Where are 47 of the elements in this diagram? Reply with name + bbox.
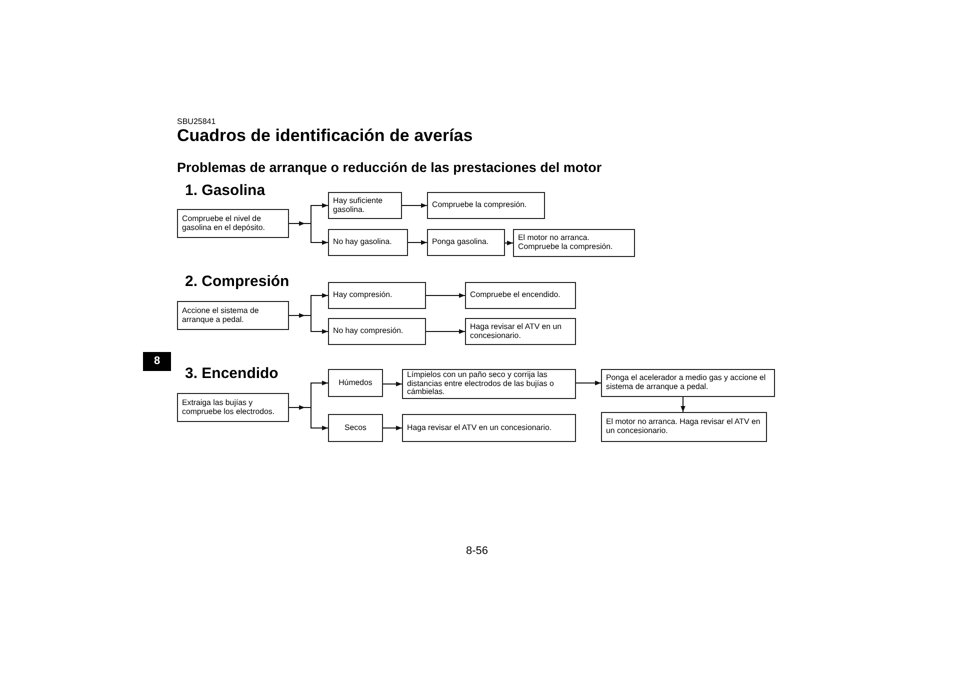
process-box: [601, 412, 767, 442]
process-box: [177, 393, 289, 422]
process-box: [328, 414, 383, 442]
arrow: [310, 203, 328, 224]
process-box: [328, 369, 383, 397]
process-box: [328, 318, 426, 345]
process-box: [402, 414, 576, 442]
arrow: [576, 380, 602, 386]
arrow: [310, 315, 328, 334]
arrow: [426, 293, 466, 298]
process-box: [513, 229, 635, 257]
arrow: [504, 240, 514, 246]
subsection-heading: 1. Gasolina: [185, 182, 266, 199]
arrow: [310, 293, 328, 316]
connector-line: [304, 407, 312, 408]
section-code: SBU25841: [177, 117, 216, 126]
arrow: [310, 380, 328, 408]
arrow: [288, 405, 306, 410]
process-box: [402, 369, 576, 399]
subsection-heading: 3. Encendido: [185, 365, 278, 382]
page-title: Cuadros de identificación de averías: [177, 126, 473, 146]
arrow: [382, 426, 402, 430]
subsection-heading: 2. Compresión: [185, 273, 290, 290]
process-box: [328, 192, 402, 219]
arrow: [426, 329, 466, 334]
arrow: [310, 223, 328, 245]
connector-line: [304, 315, 312, 316]
process-box: [427, 229, 505, 256]
process-box: [601, 369, 775, 397]
process-box: [177, 301, 289, 330]
process-box: [328, 282, 426, 309]
arrow: [402, 203, 428, 208]
process-box: [465, 318, 576, 345]
process-box: [328, 229, 408, 256]
chapter-tab: 8: [143, 352, 171, 371]
section-heading: Problemas de arranque o reducción de las prestaciones del motor: [177, 160, 602, 175]
arrow: [382, 382, 402, 386]
process-box: [177, 209, 289, 238]
connector-line: [304, 223, 312, 224]
arrow: [288, 313, 306, 318]
arrow: [680, 396, 686, 412]
arrow: [310, 407, 328, 430]
arrow: [408, 240, 428, 245]
process-box: [465, 282, 576, 309]
process-box: [427, 192, 545, 219]
arrow: [288, 221, 306, 226]
page-number: 8-56: [466, 545, 488, 557]
